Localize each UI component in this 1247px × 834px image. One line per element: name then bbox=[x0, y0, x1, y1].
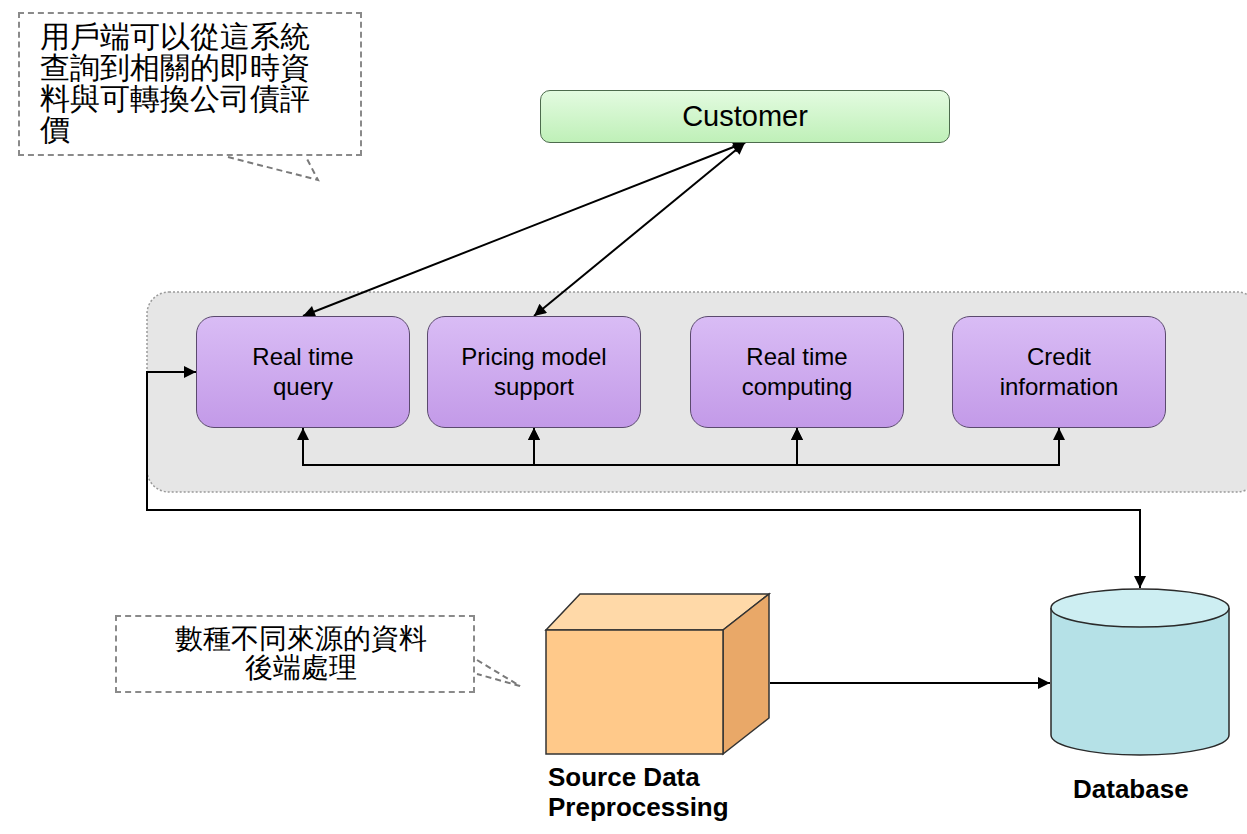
cylinder-shape bbox=[1050, 588, 1230, 756]
cylinder-top bbox=[1051, 589, 1229, 627]
service-box: Pricing model support bbox=[427, 316, 641, 428]
cube-front bbox=[546, 630, 723, 754]
node-label: Pricing model support bbox=[459, 342, 609, 402]
cylinder-body bbox=[1051, 608, 1229, 755]
preprocess-cube: Source Data Preprocessing bbox=[545, 593, 770, 755]
node-label: Real time query bbox=[228, 342, 378, 402]
service-panel bbox=[147, 292, 1247, 492]
service-box: Real time computing bbox=[690, 316, 904, 428]
cube-side bbox=[723, 594, 769, 754]
connector bbox=[303, 143, 745, 317]
callout-leader bbox=[228, 157, 318, 180]
note-text: 用戶端可以從這系統查詢到相關的即時資料與可轉換公司債評價 bbox=[40, 22, 319, 146]
note-callout: 數種不同來源的資料後端處理 bbox=[115, 615, 475, 693]
note-callout: 用戶端可以從這系統查詢到相關的即時資料與可轉換公司債評價 bbox=[18, 12, 362, 156]
connector bbox=[303, 428, 534, 465]
cube-shape bbox=[545, 593, 770, 755]
client-box: Customer bbox=[540, 90, 950, 143]
note-text: 數種不同來源的資料後端處理 bbox=[171, 625, 431, 683]
node-label: Source Data Preprocessing bbox=[548, 763, 768, 823]
node-label: Customer bbox=[682, 100, 808, 133]
callout-leader bbox=[477, 660, 520, 686]
connector bbox=[534, 143, 745, 317]
connector bbox=[534, 428, 797, 465]
connector bbox=[797, 428, 1059, 465]
service-box: Credit information bbox=[952, 316, 1166, 428]
connector bbox=[770, 682, 1050, 684]
database-cylinder: Database bbox=[1050, 588, 1230, 756]
node-label: Credit information bbox=[984, 342, 1134, 402]
node-label: Real time computing bbox=[722, 342, 872, 402]
node-label: Database bbox=[1073, 775, 1247, 805]
service-box: Real time query bbox=[196, 316, 410, 428]
